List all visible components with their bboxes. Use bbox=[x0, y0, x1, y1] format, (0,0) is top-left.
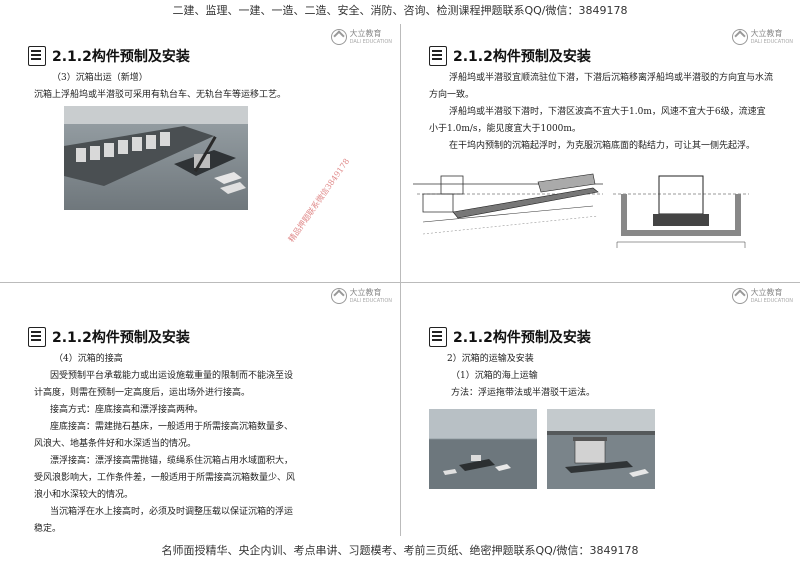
text-line: 计高度，则需在预制一定高度后，运出场外进行接高。 bbox=[34, 388, 251, 398]
watermark: 精品押题联系微信3849178 bbox=[286, 156, 352, 244]
text-line: 方法：浮运拖带法或半潜驳干运法。 bbox=[451, 388, 596, 398]
slide-heading: 2.1.2构件预制及安装 bbox=[28, 46, 190, 66]
text-line: 当沉箱浮在水上接高时，必须及时调整压载以保证沉箱的浮运 bbox=[50, 507, 294, 517]
paragraph-1: 浮船坞或半潜驳宜顺流驻位下潜，下潜后沉箱移离浮船坞或半潜驳的方向宜与水流方向一致… bbox=[429, 73, 774, 100]
document-icon bbox=[28, 46, 46, 66]
text-line: 2）沉箱的运输及安装 bbox=[447, 354, 534, 364]
slide-subtitle: （3）沉箱出运（新增） bbox=[52, 73, 148, 83]
slide-title: 2.1.2构件预制及安装 bbox=[453, 330, 591, 346]
vertical-divider bbox=[400, 24, 401, 536]
text-line: 风浪大、地基条件好和水深适当的情况。 bbox=[34, 439, 197, 449]
launching-diagram bbox=[413, 172, 603, 250]
slide-heading: 2.1.2构件预制及安装 bbox=[429, 46, 591, 66]
text-line: 座底接高：需建抛石基床，一般适用于所需接高沉箱数量多、 bbox=[50, 422, 294, 432]
logo-icon bbox=[330, 287, 347, 304]
caisson-yard-photo bbox=[64, 106, 248, 210]
logo-icon bbox=[330, 28, 347, 45]
logo-icon bbox=[731, 287, 748, 304]
logo-icon bbox=[731, 28, 748, 45]
slide-heading: 2.1.2构件预制及安装 bbox=[28, 327, 190, 347]
document-icon bbox=[429, 46, 447, 66]
towing-photo bbox=[429, 409, 537, 489]
document-icon bbox=[28, 327, 46, 347]
paragraph-2: 浮船坞或半潜驳下潜时，下潜区波高不宜大于1.0m，风速不宜大于6级，流速宜小于1… bbox=[429, 107, 766, 134]
slide-body: 沉箱上浮船坞或半潜驳可采用有轨台车、无轨台车等运移工艺。 bbox=[34, 90, 287, 100]
slide-title: 2.1.2构件预制及安装 bbox=[52, 330, 190, 346]
text-line: （4）沉箱的接高 bbox=[54, 354, 123, 364]
text-line: 漂浮接高：漂浮接高需抛锚，缆绳系住沉箱占用水域面积大， bbox=[50, 456, 294, 466]
slide-title: 2.1.2构件预制及安装 bbox=[453, 49, 591, 65]
paragraph-3: 在干坞内预制的沉箱起浮时，为克服沉箱底面的黏结力，可让其一侧先起浮。 bbox=[449, 141, 756, 151]
text-line: 受风浪影响大，工作条件差，一般适用于所需接高沉箱数量少、风 bbox=[34, 473, 296, 483]
document-icon bbox=[429, 327, 447, 347]
text-line: 因受预制平台承载能力或出运设施载重量的限制而不能浇至设 bbox=[50, 371, 294, 381]
text-line: （1）沉箱的海上运输 bbox=[451, 371, 538, 381]
semi-submersible-photo bbox=[547, 409, 655, 489]
text-line: 接高方式：座底接高和漂浮接高两种。 bbox=[50, 405, 204, 415]
slide-title: 2.1.2构件预制及安装 bbox=[52, 49, 190, 65]
caisson-section-diagram bbox=[613, 164, 749, 254]
slide-heading: 2.1.2构件预制及安装 bbox=[429, 327, 591, 347]
horizontal-divider bbox=[0, 282, 800, 283]
bottom-banner: 名师面授精华、央企内训、考点串讲、习题模考、考前三页纸、绝密押题联系QQ/微信：… bbox=[161, 544, 639, 557]
text-line: 浪小和水深较大的情况。 bbox=[34, 490, 134, 500]
text-line: 稳定。 bbox=[34, 524, 62, 534]
top-banner: 二建、监理、一建、一造、二造、安全、消防、咨询、检测课程押题联系QQ/微信：38… bbox=[172, 4, 628, 17]
